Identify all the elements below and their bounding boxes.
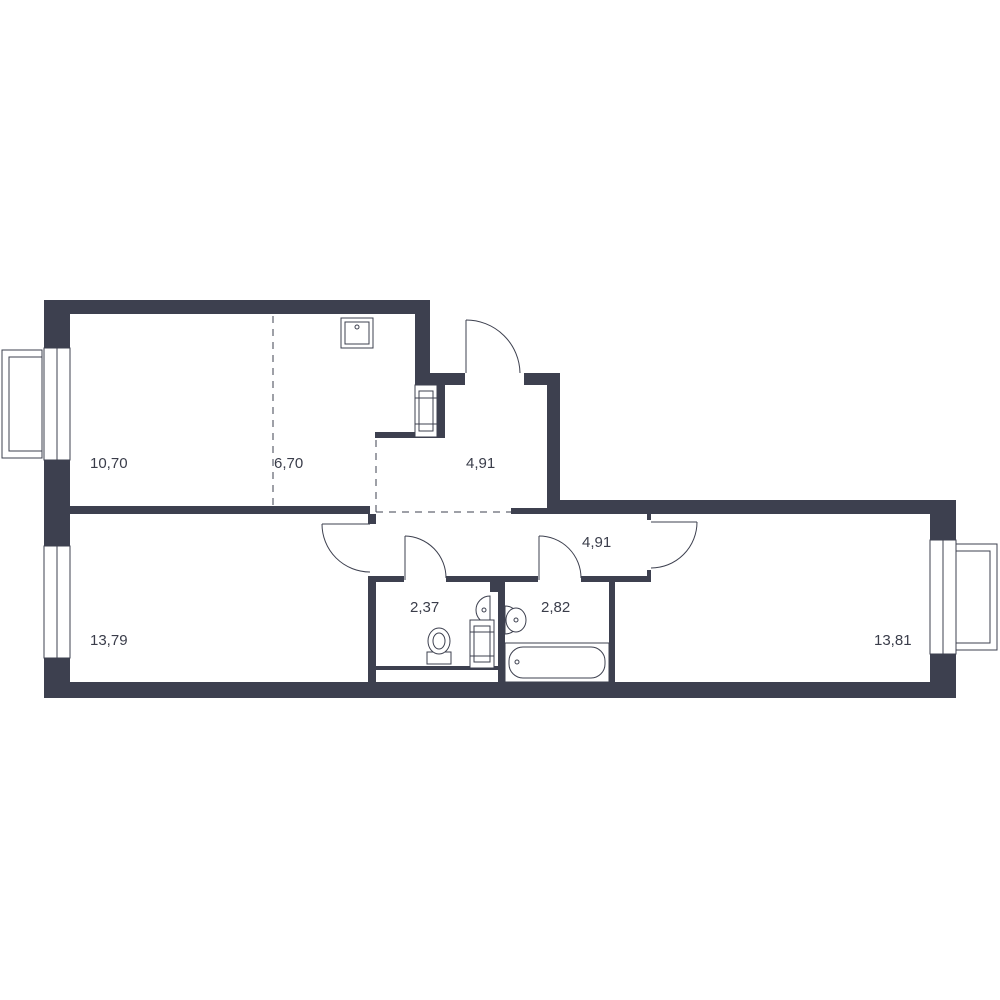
room-area-label: 6,70 bbox=[274, 455, 303, 472]
balcony-window-right bbox=[929, 539, 998, 655]
walls bbox=[44, 300, 956, 698]
doors bbox=[321, 319, 698, 580]
kitchen-sink-icon bbox=[340, 317, 374, 349]
room-area-label: 2,37 bbox=[410, 599, 439, 616]
washing-machine-icon bbox=[469, 619, 495, 669]
room-area-label: 4,91 bbox=[466, 455, 495, 472]
room-area-label: 4,91 bbox=[582, 534, 611, 551]
wardrobe-icon bbox=[414, 384, 438, 438]
toilet-icon bbox=[426, 627, 452, 665]
window-left-bottom bbox=[43, 545, 71, 659]
zone-dividers bbox=[272, 316, 511, 513]
washbasin-icon-bath bbox=[504, 605, 527, 635]
room-area-label: 13,81 bbox=[874, 632, 912, 649]
room-area-label: 2,82 bbox=[541, 599, 570, 616]
balcony-window-left-top bbox=[1, 347, 71, 461]
bathtub-icon bbox=[504, 642, 610, 683]
room-area-label: 13,79 bbox=[90, 632, 128, 649]
room-area-label: 10,70 bbox=[90, 455, 128, 472]
